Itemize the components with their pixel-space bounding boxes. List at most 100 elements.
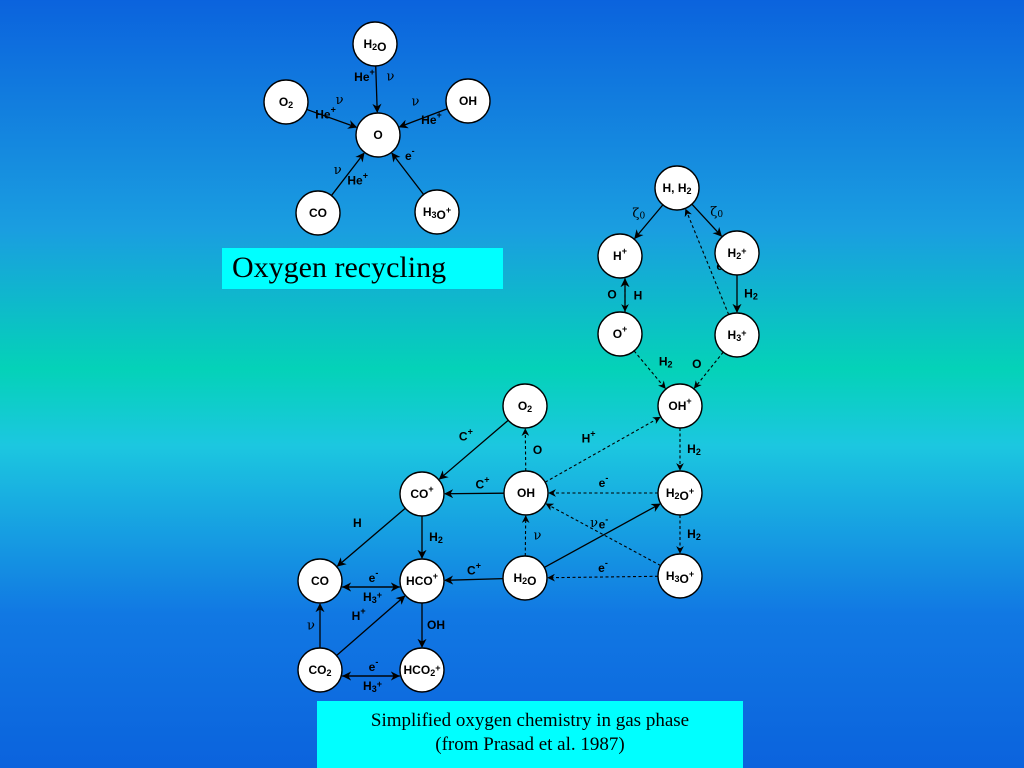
node-r-co: CO	[295, 190, 341, 236]
node-hh2: H, H2	[654, 165, 700, 211]
node-circle	[502, 555, 548, 601]
node-h2op: H2O+	[657, 470, 703, 516]
edge-label: H+	[352, 606, 366, 623]
edge-hh2-to-hp	[634, 204, 664, 240]
node-circle	[352, 21, 398, 67]
node-circle	[414, 189, 460, 235]
node-label: CO	[311, 574, 329, 588]
node-label: O2	[279, 95, 293, 110]
node-label: H3O+	[423, 205, 451, 222]
edge-label: ν	[336, 93, 344, 108]
edge-r-oh-to-r-o	[398, 108, 448, 129]
node-circle	[714, 312, 760, 358]
node-hcop: HCO+	[399, 558, 445, 604]
node-label: OH+	[668, 396, 691, 413]
edge-label: ν	[534, 528, 542, 543]
node-h2o: H2O	[502, 555, 548, 601]
node-label: O	[373, 128, 382, 142]
node-label: H, H2	[662, 181, 691, 196]
edge-oh-to-ohp	[544, 416, 661, 483]
node-op: O+	[597, 311, 643, 357]
edge-r-h2o-to-r-o	[372, 65, 382, 113]
node-hco2p: HCO2+	[399, 647, 445, 693]
edge-r-h3o-to-r-o	[391, 152, 425, 195]
edge-label: O	[607, 288, 616, 302]
node-circle	[657, 383, 703, 429]
edge-label: He+	[347, 170, 368, 187]
node-h3p: H3+	[714, 312, 760, 358]
edge-label: ζ0	[632, 206, 645, 222]
edge-label: ν	[307, 619, 315, 634]
edge-hh2-to-h2p	[691, 203, 723, 237]
node-label: HCO+	[406, 571, 438, 588]
node-circle	[297, 558, 343, 604]
node-label: HCO2+	[404, 663, 441, 678]
edge-label: e-	[369, 568, 379, 585]
edge-label: H2	[687, 442, 701, 457]
edge-r-o2-to-r-o	[306, 108, 358, 129]
edge-label: He+	[421, 110, 442, 127]
edge-label: He+	[315, 104, 336, 121]
edge-h3op-to-h2o	[547, 573, 659, 582]
edge-label: C+	[459, 427, 473, 444]
node-ohp: OH+	[657, 383, 703, 429]
node-label: H2+	[728, 246, 747, 261]
node-r-h2o: H2O	[352, 21, 398, 67]
edge-label: O	[692, 357, 701, 371]
edge-label: C+	[467, 560, 481, 577]
node-r-h3o: H3O+	[414, 189, 460, 235]
edge-labels-layer: He+ννHe+νHe+νHe+e-ζ0ζ0e-H2OHH2OH2H2H+e-e…	[307, 67, 758, 694]
node-label: O2	[518, 399, 532, 414]
caption-line-1: Simplified oxygen chemistry in gas phase	[370, 710, 690, 731]
edge-h3p-to-ohp	[693, 351, 724, 389]
edge-label: ν	[334, 163, 342, 178]
node-circle	[597, 311, 643, 357]
node-label: O+	[613, 324, 628, 341]
node-circle	[597, 233, 643, 279]
oxygen-recycling-title: Oxygen recycling	[222, 248, 503, 289]
node-hp: H+	[597, 233, 643, 279]
edge-label: C+	[476, 474, 490, 491]
node-circle	[502, 383, 548, 429]
node-label: H2O	[513, 571, 536, 588]
edge-h3p-to-hh2	[684, 208, 730, 315]
edge-r-co-to-r-o	[330, 152, 365, 196]
node-label: H2O	[363, 37, 386, 54]
node-circle	[503, 470, 549, 516]
edge-label: O	[533, 443, 542, 457]
node-circle	[657, 470, 703, 516]
node-circle	[399, 558, 445, 604]
node-label: H3O+	[666, 569, 694, 586]
edge-o2-to-cop	[438, 419, 509, 480]
node-cop: CO+	[399, 471, 445, 517]
edges-layer	[306, 65, 742, 681]
node-o2: O2	[502, 383, 548, 429]
node-h2p: H2+	[714, 230, 760, 276]
edge-cop-to-co	[336, 507, 406, 567]
node-r-oh: OH	[445, 78, 491, 124]
edge-label: H2	[687, 527, 701, 542]
node-oh: OH	[503, 470, 549, 516]
edge-label: He+	[354, 67, 375, 84]
node-circle	[714, 230, 760, 276]
edge-oh-to-cop	[444, 489, 505, 499]
edge-label: e-	[369, 657, 379, 674]
edge-label: e-	[405, 146, 415, 163]
node-r-o: O	[355, 112, 401, 158]
node-co: CO	[297, 558, 343, 604]
node-r-o2: O2	[263, 79, 309, 125]
edge-label: e-	[598, 558, 608, 575]
edge-label: H3+	[363, 590, 382, 605]
node-co2: CO2	[297, 647, 343, 693]
edge-label: H2	[744, 287, 758, 302]
edge-label: OH	[427, 618, 445, 632]
node-circle	[295, 190, 341, 236]
edge-h2o-to-h2op	[543, 503, 661, 568]
edge-label: H	[353, 516, 362, 530]
edge-h2o-to-hcop	[444, 575, 504, 585]
edge-op-to-ohp	[633, 350, 666, 389]
node-label: CO2	[308, 663, 331, 678]
edge-label: H3+	[363, 679, 382, 694]
node-circle	[654, 165, 700, 211]
